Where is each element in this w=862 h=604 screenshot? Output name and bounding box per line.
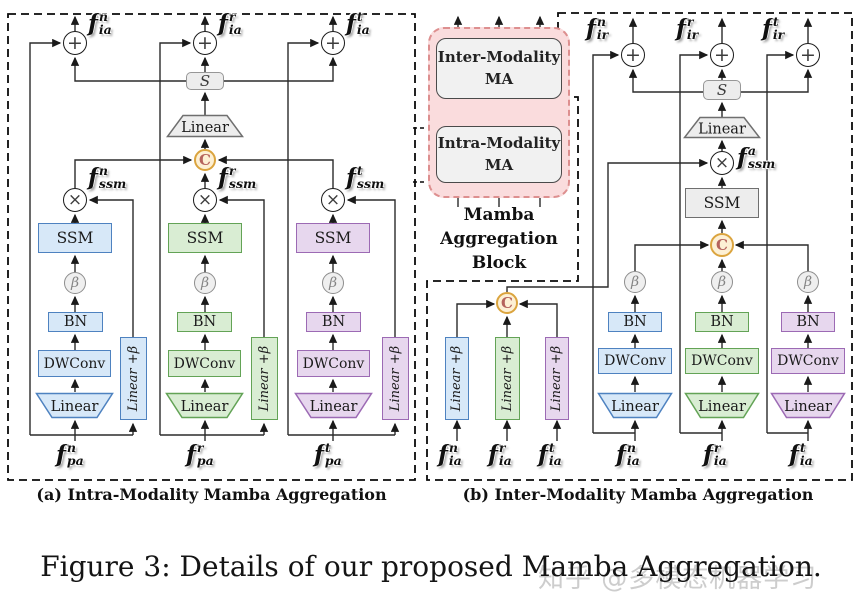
scale-box-a: S <box>186 72 224 90</box>
block-title: Mamba Aggregation Block <box>428 204 570 275</box>
linear-beta-box-b-t: Linear +β <box>545 337 569 420</box>
beta-circle-a-n: β <box>64 272 86 294</box>
ssm-box-r: SSM <box>168 223 242 253</box>
linear-beta-box-n: Linear +β <box>120 337 147 420</box>
bn-box-n: BN <box>48 312 103 332</box>
dwconv-box-r: DWConv <box>168 350 241 377</box>
add-circle-b-r: + <box>710 43 734 67</box>
svg-text:Linear: Linear <box>611 399 659 415</box>
beta-circle-a-t: β <box>322 272 344 294</box>
concat-circle-a: C <box>194 149 216 171</box>
add-circle-a-n: + <box>63 31 87 55</box>
linear-trapezoid-r: Linear <box>165 392 244 419</box>
svg-text:Linear: Linear <box>698 122 746 138</box>
beta-circle-b-n: β <box>624 271 646 293</box>
intra-ma-line1: Intra-Modality <box>437 133 561 152</box>
block-title-line3: Block <box>471 252 527 273</box>
linear-trapezoid-center-b: Linear <box>683 116 761 139</box>
svg-text:Linear: Linear <box>51 399 99 415</box>
svg-text:Linear: Linear <box>181 399 229 415</box>
linear-beta-box-b-r: Linear +β <box>495 337 520 420</box>
intra-ma-line2: MA <box>484 155 514 174</box>
svg-text:Linear: Linear <box>181 120 229 136</box>
svg-text:Linear: Linear <box>698 399 746 415</box>
linear-trapezoid-b-n: Linear <box>597 392 673 419</box>
svg-text:Linear: Linear <box>310 399 358 415</box>
inter-ma-line1: Inter-Modality <box>437 47 561 66</box>
add-circle-b-n: + <box>621 43 645 67</box>
panel-b-caption: (b) Inter-Modality Mamba Aggregation <box>462 485 814 504</box>
panel-a-caption: (a) Intra-Modality Mamba Aggregation <box>36 485 387 504</box>
bn-box-t: BN <box>306 312 361 332</box>
mul-circle-a-n: × <box>63 188 87 212</box>
intra-modality-ma-box: Intra-Modality MA <box>436 126 562 183</box>
block-title-line1: Mamba <box>463 205 535 225</box>
block-title-line2: Aggregation <box>440 228 558 249</box>
add-circle-a-r: + <box>193 31 217 55</box>
bn-box-b-n: BN <box>608 312 662 332</box>
linear-trapezoid-n: Linear <box>35 392 114 419</box>
concat-circle-b-right: C <box>710 233 734 257</box>
linear-beta-box-t: Linear +β <box>382 337 409 420</box>
bn-box-b-r: BN <box>695 312 749 332</box>
dwconv-box-b-t: DWConv <box>771 348 845 374</box>
inter-ma-line2: MA <box>484 69 514 88</box>
add-circle-a-t: + <box>321 31 345 55</box>
inter-modality-ma-box: Inter-Modality MA <box>436 38 562 99</box>
concat-circle-b-left: C <box>496 292 518 314</box>
ssm-box-t: SSM <box>296 223 370 253</box>
dwconv-box-b-n: DWConv <box>598 348 672 374</box>
scale-box-b: S <box>703 80 741 100</box>
dwconv-box-n: DWConv <box>38 350 111 377</box>
linear-trapezoid-b-t: Linear <box>770 392 846 419</box>
mul-circle-b: × <box>710 151 734 175</box>
linear-beta-box-r: Linear +β <box>251 337 278 420</box>
mul-circle-a-t: × <box>321 188 345 212</box>
ssm-box-n: SSM <box>38 223 112 253</box>
linear-trapezoid-t: Linear <box>294 392 373 419</box>
beta-circle-b-t: β <box>797 271 819 293</box>
ssm-box-b: SSM <box>685 188 759 218</box>
mul-circle-a-r: × <box>193 188 217 212</box>
bn-box-r: BN <box>177 312 232 332</box>
beta-circle-b-r: β <box>711 271 733 293</box>
beta-circle-a-r: β <box>194 272 216 294</box>
dwconv-box-b-r: DWConv <box>685 348 759 374</box>
linear-trapezoid-center-a: Linear <box>166 114 244 138</box>
linear-beta-box-b-n: Linear +β <box>445 337 469 420</box>
linear-trapezoid-b-r: Linear <box>684 392 760 419</box>
add-circle-b-t: + <box>796 43 820 67</box>
bn-box-b-t: BN <box>781 312 835 332</box>
dwconv-box-t: DWConv <box>297 350 370 377</box>
watermark: 知乎 @多模态机器学习 <box>538 564 818 594</box>
svg-text:Linear: Linear <box>784 399 832 415</box>
figure-caption: Figure 3: Details of our proposed Mamba … <box>40 550 822 583</box>
